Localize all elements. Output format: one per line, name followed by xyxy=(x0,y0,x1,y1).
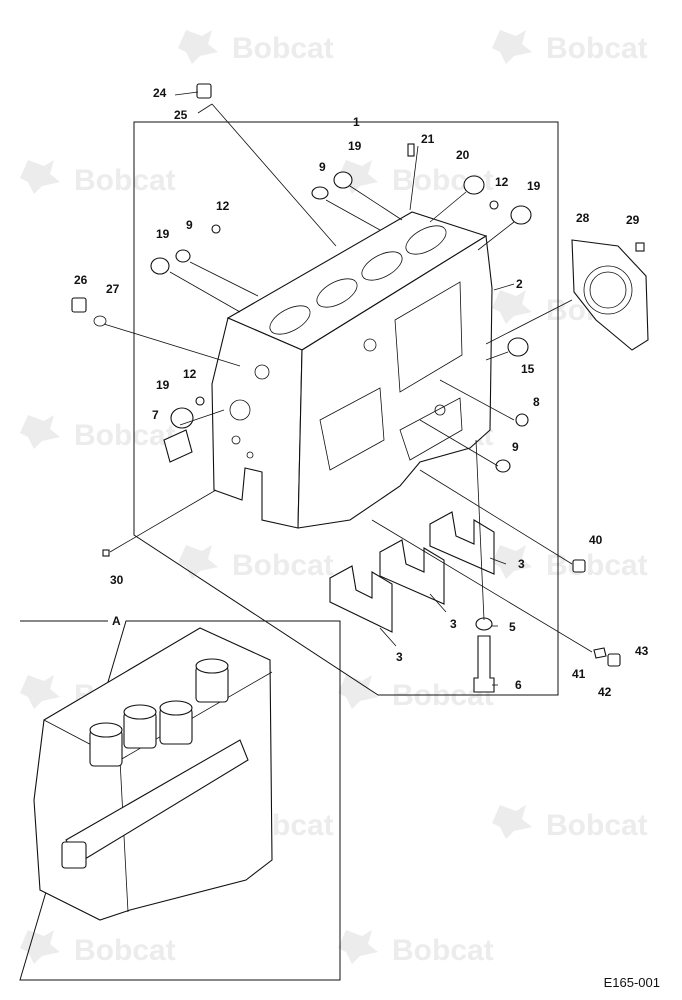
plug-40 xyxy=(572,559,586,573)
callout-9: 9 xyxy=(512,440,519,454)
watermark-logo xyxy=(338,675,378,709)
callout-19: 19 xyxy=(156,378,170,392)
plug-9 xyxy=(495,459,511,473)
callout-42: 42 xyxy=(598,685,612,699)
watermark-text: Bobcat xyxy=(74,164,176,197)
inset-a: A xyxy=(19,614,341,981)
watermark-logo xyxy=(338,930,378,964)
callout-20: 20 xyxy=(456,148,470,162)
plug-9 xyxy=(311,186,329,200)
watermark-logo xyxy=(492,290,532,324)
piston-top xyxy=(195,658,229,674)
watermark-text: Bobcat xyxy=(546,809,648,842)
callout-43: 43 xyxy=(635,644,649,658)
callout-30: 30 xyxy=(110,573,124,587)
piston-top xyxy=(89,722,123,738)
callout-41: 41 xyxy=(572,667,586,681)
watermark-logo xyxy=(20,675,60,709)
bearing-cap xyxy=(329,565,393,633)
inset-label: A xyxy=(112,614,121,628)
watermark-logo xyxy=(492,545,532,579)
fitting-41 xyxy=(593,647,607,659)
plug-20 xyxy=(463,175,485,195)
washer-27 xyxy=(93,315,107,327)
assembly-frame xyxy=(133,121,559,696)
bushing-7 xyxy=(163,429,193,463)
main-bearing-caps xyxy=(329,511,495,633)
figure-code: E165-001 xyxy=(603,975,660,990)
callout-9: 9 xyxy=(319,160,326,174)
callout-15: 15 xyxy=(521,362,535,376)
callout-3: 3 xyxy=(396,650,403,664)
callout-19: 19 xyxy=(156,227,170,241)
callout-12: 12 xyxy=(216,199,230,213)
watermark-text: Bobcat xyxy=(232,32,334,65)
watermark-logo xyxy=(20,930,60,964)
pistons xyxy=(89,658,229,767)
leader-lines xyxy=(103,91,593,686)
callout-5: 5 xyxy=(509,620,516,634)
watermark-logo xyxy=(492,805,532,839)
oil-seal-housing xyxy=(571,239,649,351)
callout-24: 24 xyxy=(153,86,167,100)
watermark-text: Bobcat xyxy=(546,32,648,65)
callout-8: 8 xyxy=(533,395,540,409)
watermark-text: Bobcat xyxy=(74,934,176,967)
watermark-text: Bobcat xyxy=(74,419,176,452)
callout-3: 3 xyxy=(450,617,457,631)
plug-19 xyxy=(333,171,353,189)
watermark-logo xyxy=(492,30,532,64)
watermark-logo xyxy=(178,545,218,579)
watermark-text: Bobcat xyxy=(546,549,648,582)
watermark-logo xyxy=(20,415,60,449)
plug-19 xyxy=(150,257,170,275)
plug-19 xyxy=(510,205,532,225)
callout-40: 40 xyxy=(589,533,603,547)
bushing-15 xyxy=(507,337,529,357)
assembled-block xyxy=(33,627,273,921)
bolt-29 xyxy=(635,242,645,252)
watermark-text: Bobcat xyxy=(392,934,494,967)
callout-28: 28 xyxy=(576,211,590,225)
callout-25: 25 xyxy=(174,108,188,122)
plug-12 xyxy=(195,396,205,406)
callout-1: 1 xyxy=(353,115,360,129)
callout-19: 19 xyxy=(527,179,541,193)
callout-9: 9 xyxy=(186,218,193,232)
pin-30 xyxy=(102,549,110,557)
cylinder-block xyxy=(211,211,493,529)
callout-labels: 1 2 3 3 3 5 6 7 8 9 9 9 12 12 12 15 19 1… xyxy=(74,86,649,699)
callout-26: 26 xyxy=(74,273,88,287)
plug-26 xyxy=(71,297,87,313)
plug-42 xyxy=(607,653,621,667)
dowel-pin xyxy=(407,143,415,157)
watermark-logo xyxy=(20,160,60,194)
callout-21: 21 xyxy=(421,132,435,146)
plug-12 xyxy=(489,200,499,210)
bushing-19 xyxy=(170,407,194,429)
callout-2: 2 xyxy=(516,277,523,291)
crank-gear xyxy=(61,841,87,869)
plug-9 xyxy=(175,249,191,263)
bolt-6 xyxy=(473,635,495,693)
callout-29: 29 xyxy=(626,213,640,227)
callout-27: 27 xyxy=(106,282,120,296)
piston-top xyxy=(123,704,157,720)
watermark-text: Bobcat xyxy=(232,549,334,582)
watermark-logo xyxy=(178,30,218,64)
callout-12: 12 xyxy=(495,175,509,189)
plug-12 xyxy=(211,224,221,234)
callout-3: 3 xyxy=(518,557,525,571)
small-parts xyxy=(71,83,645,693)
callout-7: 7 xyxy=(152,408,159,422)
callout-6: 6 xyxy=(515,678,522,692)
bearing-cap xyxy=(429,511,495,575)
plug xyxy=(196,83,212,99)
plug-8 xyxy=(515,413,529,427)
bearing-cap xyxy=(379,539,445,605)
callout-12: 12 xyxy=(183,367,197,381)
callout-19: 19 xyxy=(348,139,362,153)
piston-top xyxy=(159,700,193,716)
